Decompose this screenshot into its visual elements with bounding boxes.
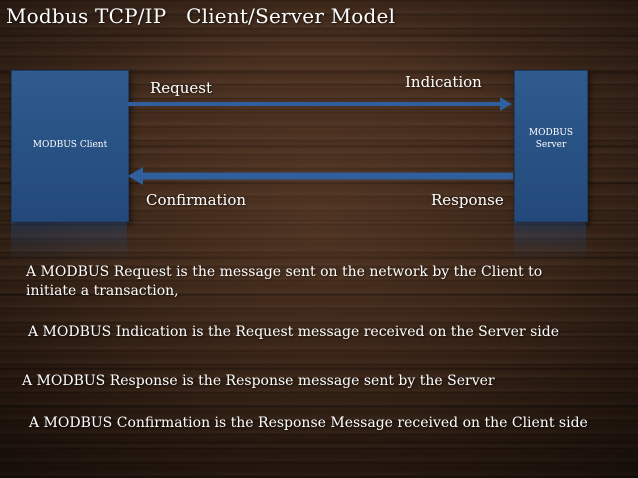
description-confirmation: A MODBUS Confirmation is the Response Me… <box>29 415 588 431</box>
request-label: Request <box>150 79 213 97</box>
server-box-label: MODBUS Server <box>528 128 574 150</box>
modbus-server-box: MODBUS Server <box>514 70 588 222</box>
client-box-reflection <box>11 222 127 262</box>
response-label: Response <box>431 191 504 209</box>
confirmation-label: Confirmation <box>146 191 247 209</box>
modbus-client-box: MODBUS Client <box>11 70 129 222</box>
slide-title: Modbus TCP/IP Client/Server Model <box>6 4 396 28</box>
description-response: A MODBUS Response is the Response messag… <box>22 373 495 389</box>
description-indication: A MODBUS Indication is the Request messa… <box>28 324 559 340</box>
client-box-label: MODBUS Client <box>32 140 108 150</box>
confirmation-arrow <box>128 167 513 185</box>
server-box-reflection <box>514 222 586 262</box>
description-request: A MODBUS Request is the message sent on … <box>26 264 543 299</box>
request-arrow <box>128 97 512 111</box>
indication-label: Indication <box>405 73 482 91</box>
